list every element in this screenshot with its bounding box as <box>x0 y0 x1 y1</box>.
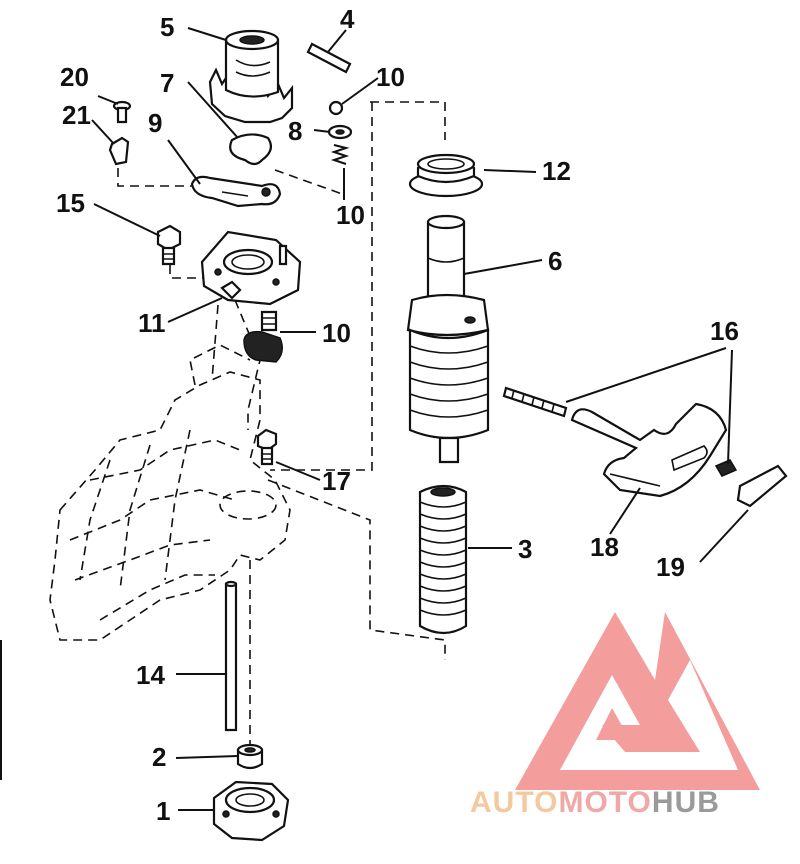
bolt-part-15 <box>156 224 182 266</box>
callout-18: 18 <box>590 532 619 562</box>
callout-leaders <box>91 27 749 811</box>
callout-16: 16 <box>710 316 739 346</box>
screw-part-20 <box>112 100 132 124</box>
washer-part-8 <box>327 124 353 140</box>
callout-12: 11 <box>138 308 166 338</box>
starter-rope-part-16 <box>502 386 568 418</box>
small-spring-part-9 <box>330 144 350 165</box>
callout-10-upper: 9 <box>148 108 162 138</box>
watermark-auto: AUTO <box>470 786 558 819</box>
callout-15: 15 <box>56 188 85 218</box>
bushing-cap-part-13 <box>408 153 484 198</box>
clip-part-21 <box>108 136 130 166</box>
callout-5: 5 <box>160 12 174 42</box>
callout-11: 10 <box>376 62 405 92</box>
watermark-moto: MOTO <box>558 786 651 819</box>
base-bearing-part-1 <box>212 780 290 842</box>
bushing-part-2 <box>236 743 264 770</box>
callout-4: 4 <box>340 4 355 34</box>
spring-clip-part-7 <box>229 133 273 166</box>
callout-7: 7 <box>160 68 174 98</box>
pawl-lever-part-10 <box>190 175 282 208</box>
pin-part-4 <box>306 42 352 74</box>
retaining-ring-part-11 <box>328 100 344 116</box>
shaft-rod-part-14 <box>224 580 238 732</box>
callout-21: 21 <box>62 100 91 130</box>
starter-spool-part-6 <box>406 214 490 464</box>
callout-13: 12 <box>542 156 571 186</box>
callout-17: 17 <box>322 466 351 496</box>
callout-2: 2 <box>152 742 166 772</box>
callout-labels: 5 4 10 20 7 21 9 8 12 10 15 6 11 10 16 1… <box>56 4 739 826</box>
callout-6: 6 <box>548 246 562 276</box>
watermark-logo <box>515 612 760 790</box>
callout-9: 10 <box>336 200 365 230</box>
callout-19: 19 <box>656 552 685 582</box>
assembly-guide-lines <box>117 101 446 750</box>
handle-insert-part-19 <box>736 464 788 508</box>
callout-20: 20 <box>60 62 89 92</box>
callout-3: 3 <box>518 534 532 564</box>
watermark-hub: HUB <box>652 786 720 819</box>
powerhead-housing-outline <box>49 344 291 641</box>
callout-1: 1 <box>156 796 170 826</box>
starter-handle-part-18 <box>570 402 728 498</box>
bolt-part-17 <box>256 428 278 466</box>
plunger-part-10 <box>243 310 283 363</box>
callout-8: 8 <box>288 116 302 146</box>
pinion-gear-part-5 <box>208 29 294 124</box>
callout-14: 14 <box>136 660 165 690</box>
watermark-text: AUTOMOTOHUB <box>470 786 720 819</box>
recoil-spring-part-3 <box>418 484 468 635</box>
callout-10-lower: 10 <box>322 318 351 348</box>
mounting-plate-part-12 <box>200 230 302 306</box>
rope-knot-part-16 <box>714 459 738 477</box>
